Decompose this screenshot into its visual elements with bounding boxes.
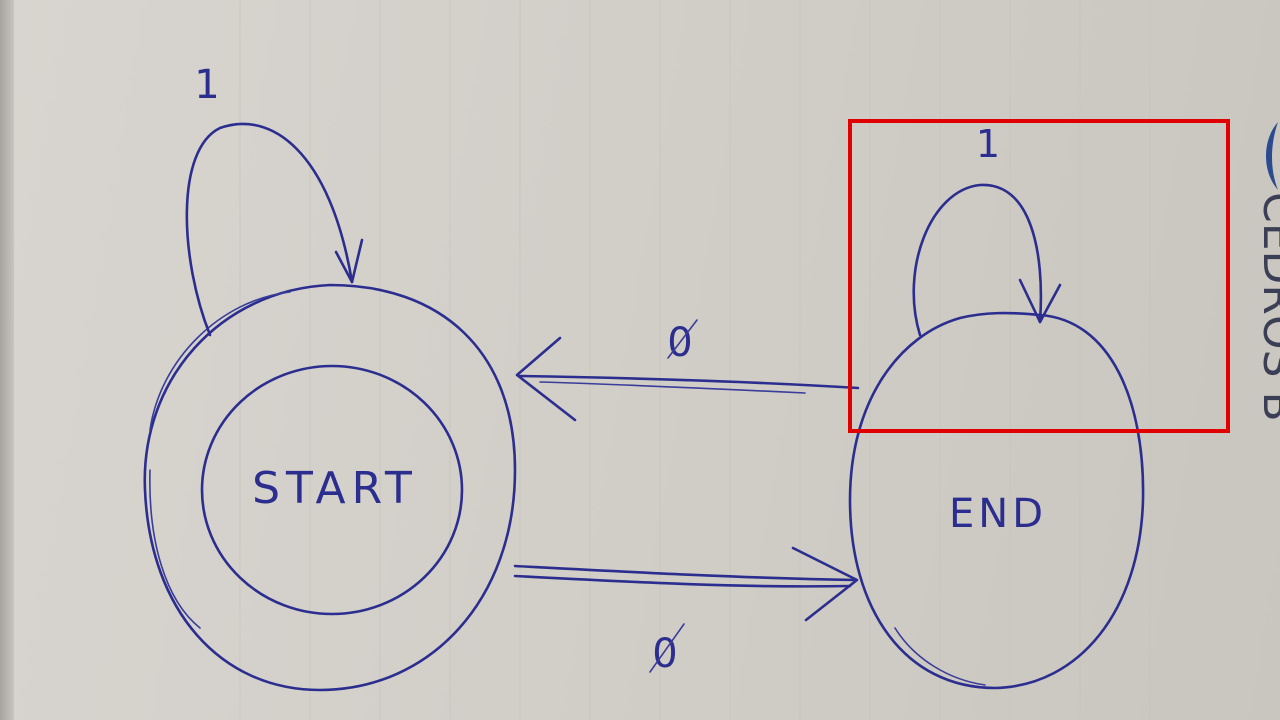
end-to-start-line-retrace bbox=[539, 381, 806, 394]
start-self-loop-arc bbox=[185, 122, 354, 337]
brand-text: CEDROS B bbox=[1253, 192, 1280, 422]
end-self-loop-arrowhead bbox=[1018, 278, 1062, 324]
end-circle-retrace bbox=[894, 627, 986, 686]
brand-logo: CEDROS B bbox=[1253, 122, 1280, 422]
paper-rule-lines bbox=[239, 0, 1151, 720]
end-circle bbox=[848, 311, 1145, 690]
end-self-loop: 1 bbox=[912, 122, 1062, 337]
start-inner-circle bbox=[200, 364, 464, 616]
end-self-loop-arc bbox=[912, 183, 1043, 337]
state-end: END bbox=[848, 311, 1145, 690]
paper-edge bbox=[0, 0, 14, 720]
highlight-box bbox=[848, 119, 1230, 433]
state-start-label: START bbox=[252, 463, 418, 514]
state-start: START bbox=[143, 283, 517, 692]
start-self-loop-arrowhead bbox=[334, 238, 364, 284]
start-outer-circle bbox=[143, 283, 517, 692]
start-to-end-line-double bbox=[513, 574, 852, 588]
start-self-loop-label: 1 bbox=[194, 62, 219, 108]
end-to-start-line bbox=[518, 374, 860, 390]
state-end-label: END bbox=[949, 491, 1047, 537]
start-outer-circle-retrace bbox=[149, 291, 291, 629]
end-self-loop-label: 1 bbox=[976, 122, 1000, 166]
start-to-end-line bbox=[513, 564, 857, 582]
start-to-end-arrowhead bbox=[791, 546, 859, 622]
start-self-loop: 1 bbox=[185, 62, 364, 337]
transition-start-to-end: 0 bbox=[513, 546, 859, 677]
transition-end-to-start: 0 bbox=[515, 319, 860, 422]
end-to-start-label-slash bbox=[667, 319, 698, 359]
start-to-end-label-slash bbox=[649, 623, 685, 673]
end-to-start-arrowhead bbox=[515, 336, 577, 422]
brand-swoosh-icon bbox=[1266, 122, 1278, 190]
